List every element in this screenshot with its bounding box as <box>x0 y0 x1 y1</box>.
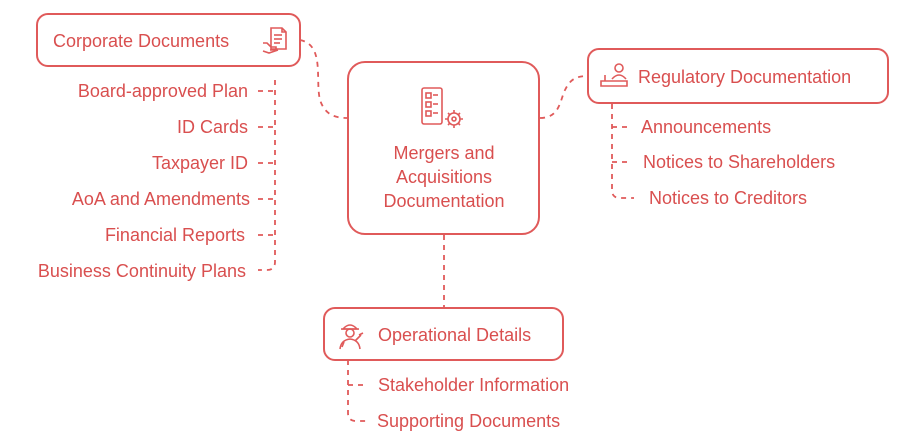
center-title-line-1: Mergers and <box>393 143 495 163</box>
corporate-documents-title: Corporate Documents <box>53 31 230 51</box>
spine-corporate <box>258 80 276 271</box>
center-title: Mergers and Acquisitions Documentation <box>349 141 539 213</box>
corporate-item-taxpayer-id: Taxpayer ID <box>151 153 248 173</box>
center-title-line-2: Acquisitions <box>395 167 493 187</box>
corporate-item-aoa-amendments: AoA and Amendments <box>71 189 250 209</box>
corporate-item-board-approved-plan: Board-approved Plan <box>77 81 248 101</box>
checklist-gear-icon <box>421 87 463 128</box>
regulatory-documentation-title: Regulatory Documentation <box>638 67 852 87</box>
regulatory-item-notices-creditors: Notices to Creditors <box>649 188 808 208</box>
operational-item-supporting-documents: Supporting Documents <box>377 411 561 431</box>
corporate-documents-box[interactable]: Corporate Documents <box>36 13 301 67</box>
corporate-item-id-cards: ID Cards <box>176 117 248 137</box>
corporate-item-business-continuity-plans: Business Continuity Plans <box>37 261 246 281</box>
operational-details-title: Operational Details <box>378 325 532 345</box>
center-title-line-3: Documentation <box>383 191 505 211</box>
connector-corporate <box>299 39 349 119</box>
spine-operational <box>347 360 368 422</box>
corporate-item-financial-reports: Financial Reports <box>104 225 245 245</box>
regulatory-item-announcements: Announcements <box>641 117 772 137</box>
person-desk-icon <box>600 63 628 87</box>
hand-document-icon <box>262 27 287 54</box>
mergers-acquisitions-box[interactable]: Mergers and Acquisitions Documentation <box>347 61 540 235</box>
connector-regulatory <box>539 75 589 119</box>
spine-regulatory <box>611 104 634 199</box>
operational-details-box[interactable]: Operational Details <box>323 307 564 361</box>
regulatory-item-notices-shareholders: Notices to Shareholders <box>643 152 836 172</box>
worker-tools-icon <box>339 324 364 350</box>
operational-item-stakeholder-information: Stakeholder Information <box>378 375 570 395</box>
regulatory-documentation-box[interactable]: Regulatory Documentation <box>587 48 889 104</box>
